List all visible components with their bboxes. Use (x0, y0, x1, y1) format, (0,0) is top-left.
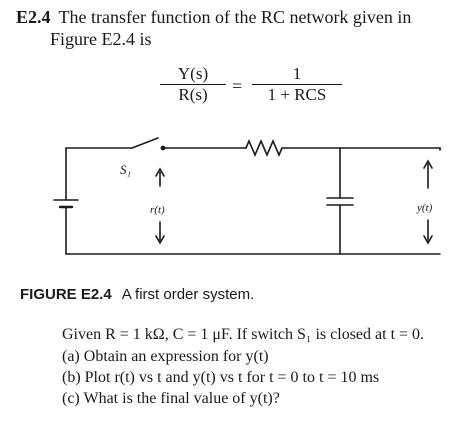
output-arrow-down-head (423, 235, 433, 245)
input-label: r(t) (150, 204, 165, 216)
switch-label: S₁ (120, 162, 131, 177)
question-item-c: (c) What is the final value of y(t)? (62, 390, 280, 407)
tf-equals-sign: = (232, 76, 243, 96)
resistor (245, 138, 283, 158)
input-arrow-down-head (155, 235, 165, 245)
figure-caption-text: A first order system. (121, 286, 255, 303)
input-arrow-up-head (155, 167, 165, 177)
tf-rhs-numerator: 1 (292, 64, 302, 83)
problem-statement-line2: Figure E2.4 is (50, 29, 152, 49)
tf-rhs-denominator: 1 + RCS (252, 84, 342, 105)
switch-blade (131, 137, 159, 149)
figure-caption: FIGURE E2.4 A first order system. (20, 286, 254, 303)
tf-lhs-denominator: R(s) (160, 84, 226, 105)
problem-statement-line1: E2.4 The transfer function of the RC netw… (16, 6, 411, 28)
output-label: y(t) (416, 202, 433, 214)
question-item-a: (a) Obtain an expression for y(t) (62, 348, 269, 365)
output-arrow-up-head (423, 159, 433, 169)
figure-label: FIGURE E2.4 (20, 286, 112, 303)
problem-number: E2.4 (16, 7, 51, 27)
question-item-b: (b) Plot r(t) vs t and y(t) vs t for t =… (62, 369, 380, 386)
given-statement: Given R = 1 kΩ, C = 1 μF. If switch S₁ i… (62, 326, 425, 343)
transfer-function-lhs: Y(s) R(s) (160, 64, 226, 105)
problem-intro: The transfer function of the RC network … (58, 7, 412, 27)
tf-lhs-numerator: Y(s) (177, 64, 209, 83)
transfer-function-rhs: 1 1 + RCS (252, 64, 342, 105)
